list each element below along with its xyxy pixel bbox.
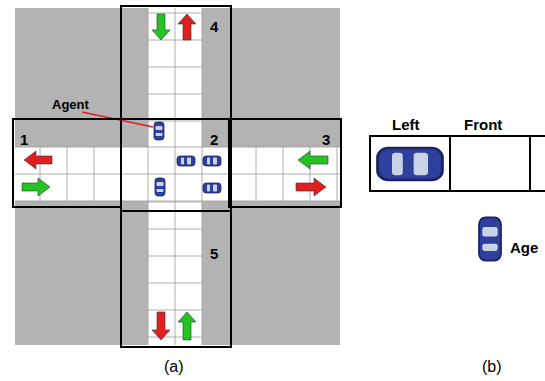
car — [203, 156, 221, 166]
region-number: 4 — [210, 19, 218, 34]
cell — [370, 136, 450, 191]
cell-heading: Front — [464, 117, 502, 132]
ground — [15, 8, 340, 345]
car — [177, 156, 195, 166]
cell-grid — [15, 8, 340, 345]
car — [155, 178, 165, 196]
car — [203, 183, 221, 193]
agent-car — [154, 122, 164, 140]
region-box: 5 — [120, 210, 232, 348]
region-box: 2 — [120, 118, 232, 212]
cell — [530, 136, 545, 191]
road — [15, 147, 340, 201]
region-number: 1 — [20, 132, 28, 147]
region-number: 2 — [210, 132, 218, 147]
region-box: 1 — [12, 118, 122, 208]
region-box: 4 — [120, 5, 232, 120]
grid-cell: Front — [450, 136, 530, 191]
car — [378, 148, 443, 180]
cell-heading: Left — [392, 117, 420, 132]
agent-label: Age — [510, 240, 538, 255]
grid-cell: Left — [370, 136, 450, 191]
panel-label: (a) — [164, 359, 184, 375]
cell — [450, 136, 530, 191]
panel-label: (b) — [482, 359, 502, 375]
callout-label: Agent — [52, 98, 89, 111]
region-number: 3 — [322, 132, 330, 147]
region-box: 3 — [228, 118, 342, 208]
agent-car — [479, 217, 501, 260]
lane-arrows — [22, 14, 328, 340]
region-number: 5 — [210, 246, 218, 261]
